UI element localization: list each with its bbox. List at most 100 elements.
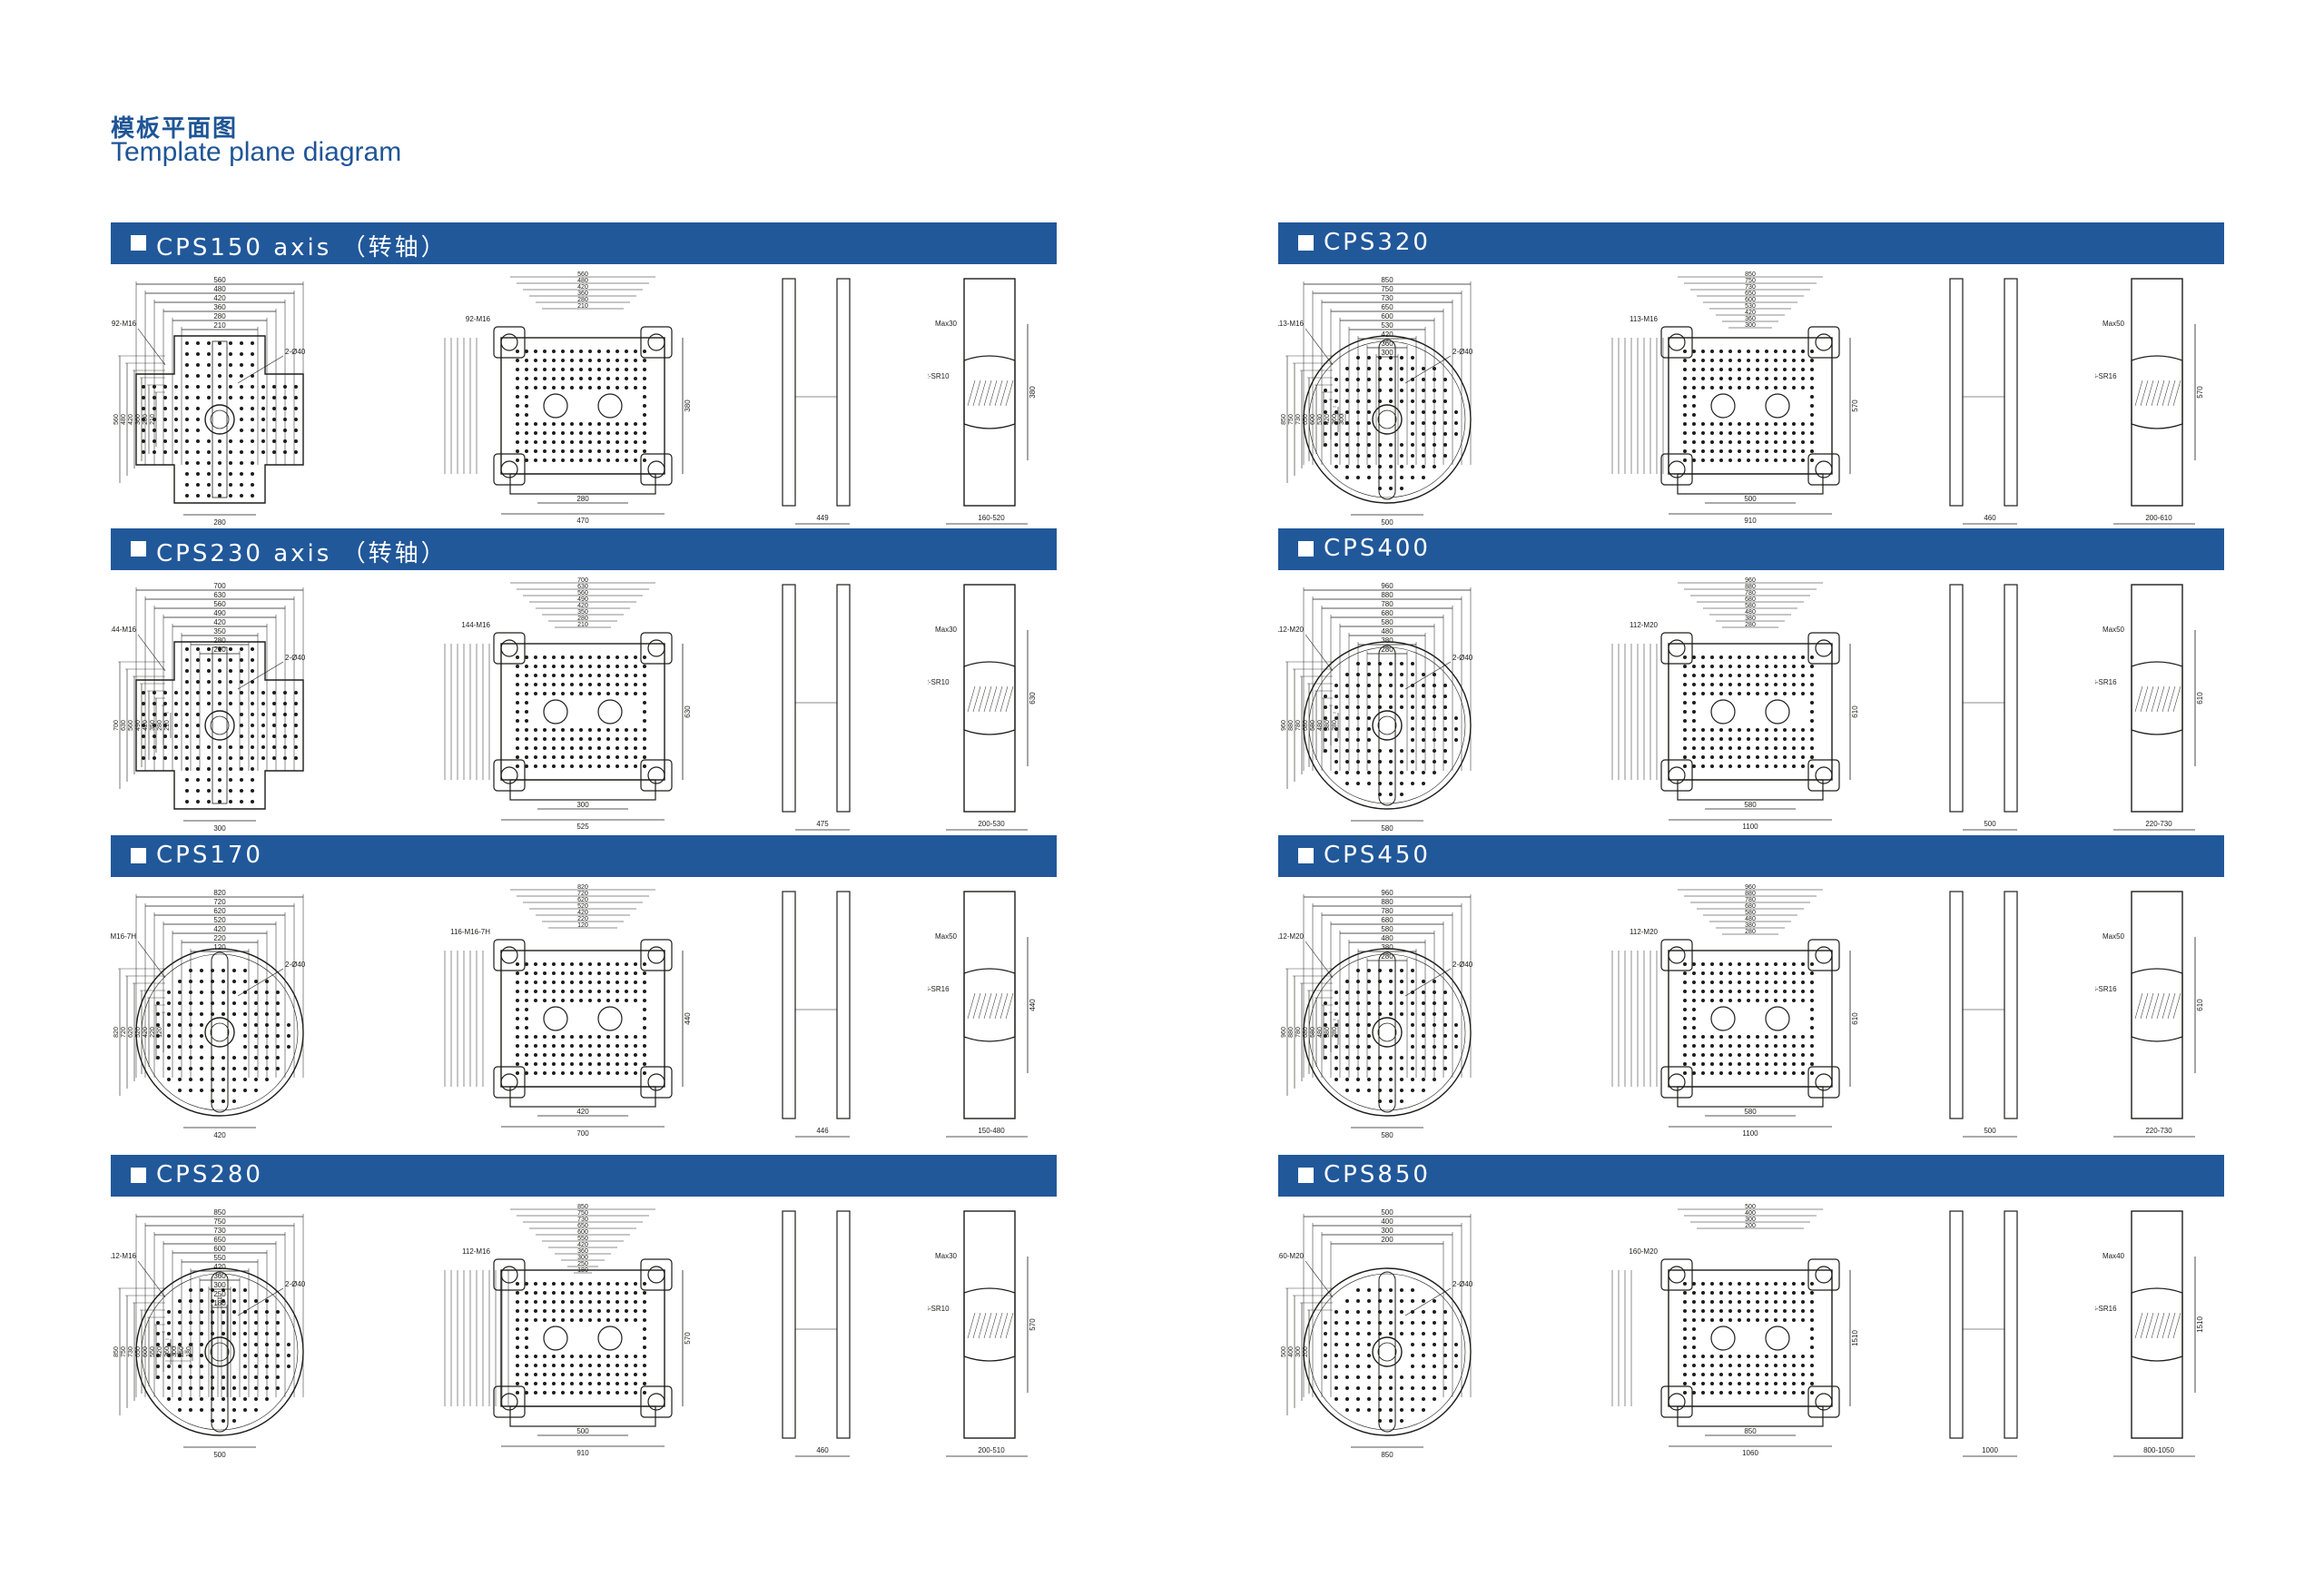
bolt-hole: [552, 999, 556, 1002]
bolt-hole: [163, 713, 167, 716]
bolt-hole: [579, 359, 583, 362]
bolt-hole: [1356, 1375, 1360, 1379]
bolt-hole: [561, 1062, 565, 1066]
bolt-hole: [1774, 1044, 1777, 1048]
bolt-hole: [142, 439, 145, 443]
bolt-hole: [534, 1291, 537, 1295]
bolt-hole: [597, 1282, 601, 1286]
bolt-hole: [606, 1391, 610, 1395]
bolt-hole: [1719, 999, 1723, 1002]
bolt-hole: [251, 352, 254, 356]
dimension-label: 420: [213, 925, 226, 933]
bolt-hole: [597, 764, 601, 768]
bolt-hole: [1334, 1365, 1338, 1368]
bolt-hole: [1810, 655, 1814, 659]
bolt-hole: [1747, 962, 1750, 966]
bolt-hole: [579, 764, 583, 768]
ejector-hole: [543, 393, 568, 419]
bolt-hole: [167, 1321, 171, 1325]
drawing-line: [2134, 992, 2143, 1020]
bolt-hole: [1422, 1365, 1425, 1368]
dimension-label: 580: [1745, 910, 1756, 916]
bolt-hole: [1738, 350, 1741, 353]
bolt-hole: [207, 745, 211, 749]
bolt-hole: [1324, 399, 1327, 403]
dimension-label: 520: [213, 916, 226, 924]
bolt-hole: [1683, 1071, 1687, 1075]
bolt-hole: [634, 665, 637, 668]
bolt-hole: [1783, 1053, 1787, 1057]
dimension-label: 880: [1745, 891, 1756, 897]
bolt-hole: [1728, 755, 1732, 759]
bolt-hole: [543, 990, 547, 993]
bolt-hole: [232, 1067, 236, 1070]
bolt-hole: [178, 991, 182, 994]
dimension-label: 480: [1317, 1027, 1324, 1038]
bolt-hole: [1738, 440, 1741, 444]
bolt-hole: [643, 1071, 646, 1075]
bolt-hole: [207, 647, 211, 651]
bolt-hole: [251, 363, 254, 367]
bolt-hole: [516, 719, 519, 723]
dimension-label: 620: [213, 907, 226, 915]
bolt-hole: [1422, 1397, 1425, 1401]
mould-height-view: 446: [782, 891, 851, 1138]
dimension-label: 280: [1745, 929, 1756, 935]
bolt-hole: [254, 1397, 258, 1401]
bolt-hole: [1367, 705, 1371, 709]
bolt-hole: [1324, 1023, 1327, 1027]
bolt-hole: [1692, 1364, 1696, 1367]
fixed-platen-edge: [1949, 278, 1964, 507]
bolt-hole: [570, 449, 574, 453]
bolt-hole: [1783, 440, 1787, 444]
drawing-svg: 460: [782, 1210, 851, 1457]
bolt-hole: [229, 472, 232, 476]
dimension-label: 280: [1745, 622, 1756, 628]
bolt-hole: [283, 724, 287, 727]
bolt-hole: [1443, 389, 1447, 392]
bolt-hole: [1683, 674, 1687, 677]
bolt-hole: [1792, 377, 1796, 380]
dimension-label: 550: [213, 1254, 226, 1262]
max-label: Max40: [2102, 1252, 2125, 1260]
bolt-hole: [1367, 738, 1371, 742]
bolt-hole: [196, 767, 200, 771]
center-bore: [1372, 710, 1403, 741]
dimension-label: 730: [1381, 294, 1393, 302]
bolt-hole: [200, 1012, 203, 1016]
bolt-hole: [1701, 1035, 1705, 1039]
platen-inner-ring: [141, 1273, 299, 1431]
bolt-hole: [222, 1288, 225, 1292]
bolt-hole: [1324, 421, 1327, 425]
bolt-hole: [174, 385, 178, 389]
dimension-label: 210: [577, 303, 588, 310]
bolt-hole: [525, 737, 528, 741]
dimension-label: 800-1050: [2143, 1446, 2174, 1454]
bolt-hole: [552, 1071, 556, 1075]
bolt-hole: [543, 449, 547, 453]
bolt-hole: [606, 962, 610, 966]
bolt-hole: [1400, 1067, 1403, 1070]
bolt-hole: [525, 1336, 528, 1340]
bolt-hole: [229, 745, 232, 749]
bolt-hole: [606, 1291, 610, 1295]
tie-bar-ear: [493, 939, 526, 971]
platen-side-view: 9608807806805804803802806105801100112-M2…: [1611, 884, 1859, 1138]
bolt-hole: [1334, 1386, 1338, 1390]
bolt-hole: [1433, 1299, 1436, 1303]
bolt-hole: [196, 647, 200, 651]
bolt-hole: [516, 413, 519, 417]
bolt-hole: [1728, 1282, 1732, 1286]
bolt-hole: [294, 702, 298, 705]
bolt-hole: [1728, 990, 1732, 993]
dimension-label: 500: [1381, 1208, 1393, 1217]
bolt-hole: [1411, 991, 1414, 994]
bolt-hole: [597, 962, 601, 966]
bolt-hole: [1692, 728, 1696, 732]
bolt-hole: [178, 1089, 182, 1092]
bolt-hole: [525, 701, 528, 705]
hole-callout: 144-M16: [111, 626, 137, 634]
bolt-hole: [1710, 1044, 1714, 1048]
bolt-hole: [1345, 705, 1349, 709]
